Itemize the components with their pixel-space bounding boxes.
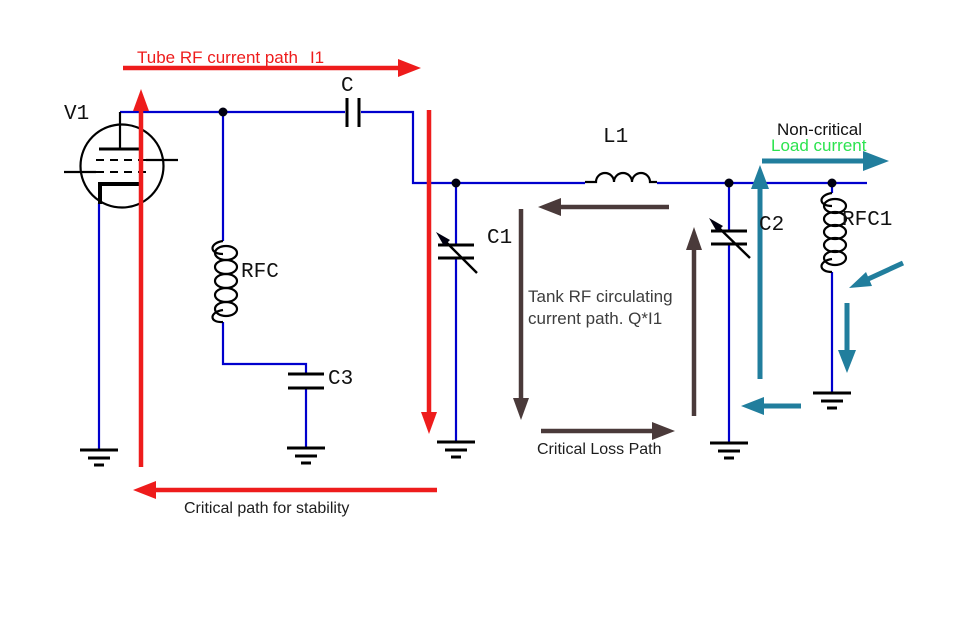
ground-symbol [287,446,325,465]
annotation-non-critical: Non-critical [777,120,863,139]
red-up-arrowhead [133,89,149,111]
load-down-arrowhead [838,350,856,373]
coil-loop [822,249,848,267]
annotation-tube-rf-path: Tube RF current path I1 [137,48,324,68]
label-c: C [341,75,354,98]
coil-loop [213,286,239,304]
ground-symbol [80,448,118,467]
load-current-arrows [741,151,905,415]
label-c2: C2 [759,214,785,237]
annotation-load-current: Load current [771,136,867,155]
capacitor-c-symbol [345,98,361,127]
red-critical-path-arrows [123,59,437,499]
coil-hook [211,239,224,256]
ground-symbol [710,441,748,460]
coil-hook [820,257,833,274]
load-diag-arrowhead [849,272,872,288]
tank-up-arrowhead [686,227,702,250]
label-l1: L1 [603,126,629,149]
ground-symbol [813,391,851,410]
coil-hook [211,308,224,324]
tank-circulation-loop [513,198,702,440]
coil-loop [213,272,239,290]
tank-text-line2: current path. Q*I1 [528,309,663,328]
label-rfc: RFC [241,261,279,284]
annotation-tank-circulating: Tank RF circulating current path. Q*I1 [528,286,673,330]
label-c3: C3 [328,368,354,391]
label-c1: C1 [487,227,513,250]
stability-arrowhead-left [133,481,156,499]
variable-capacitor-c2-symbol [709,218,751,259]
variable-capacitor-c1-symbol [436,232,478,274]
annotation-critical-stability: Critical path for stability [184,500,350,517]
choke-rfc1-symbol [820,191,848,274]
tank-text-line1: Tank RF circulating [528,287,673,306]
coil-loop [213,300,239,318]
junction-dots [218,107,837,188]
label-rfc1: RFC1 [842,209,893,232]
load-arrowhead-right [863,151,889,171]
tube-path-i1: I1 [309,48,325,67]
junction-dot [827,178,837,188]
label-v1: V1 [64,103,90,126]
junction-dot [218,107,228,117]
inductor-l1-symbol [585,171,657,184]
coil-hook [820,191,833,208]
tank-left-arrowhead [538,198,561,216]
tube-path-text: Tube RF current path [137,48,298,67]
red-down-arrowhead [421,412,437,434]
tube-path-arrowhead-right [398,59,421,77]
variable-arrow [716,225,751,259]
tube-envelope [79,123,165,209]
coil-loop [213,258,239,276]
choke-rfc-symbol [211,239,239,324]
junction-dot [451,178,461,188]
variable-arrow [443,239,478,274]
tube-v1-symbol [64,112,178,209]
capacitor-c3-symbol [288,372,324,390]
tube-cathode [98,182,142,204]
junction-dot [724,178,734,188]
cap-c-to-tank-wire [361,110,585,185]
load-diag-arrow-line [864,260,905,283]
load-left-arrowhead [741,397,764,415]
variable-arrowhead [709,218,723,232]
rfc-bottom-lead [221,322,308,374]
ground-symbol [437,440,475,459]
annotation-critical-loss: Critical Loss Path [537,441,662,458]
variable-arrowhead [436,232,450,246]
tank-right-arrowhead [652,422,675,440]
tank-down-arrowhead [513,398,529,420]
load-up-arrowhead [751,165,769,189]
